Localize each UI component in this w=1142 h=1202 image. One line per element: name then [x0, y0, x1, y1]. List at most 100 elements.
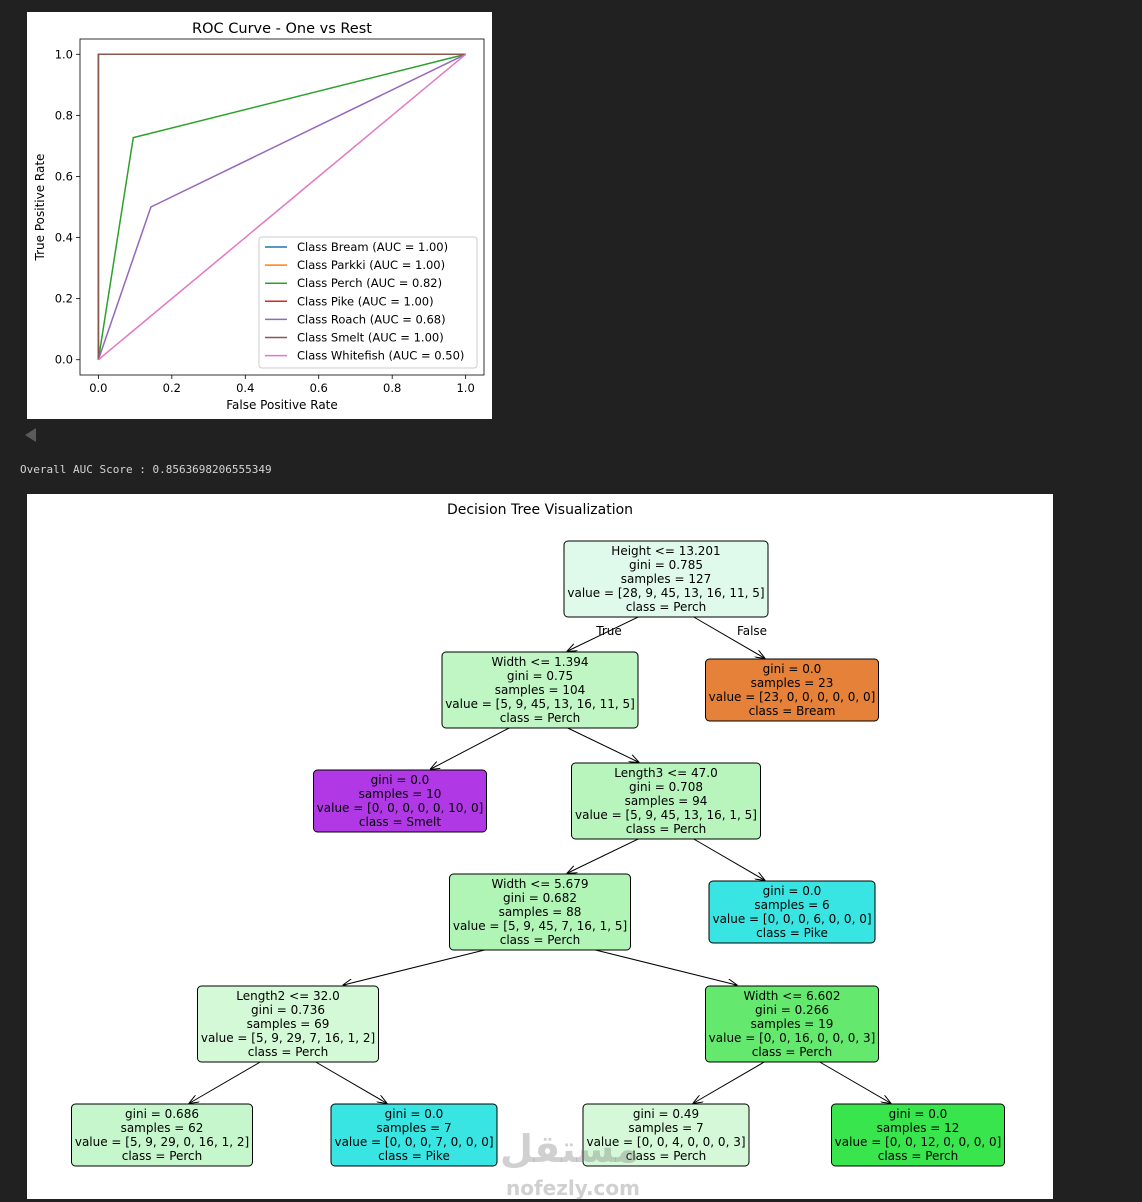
tree-node-text: value = [5, 9, 45, 7, 16, 1, 5] — [453, 919, 627, 933]
tree-node-text: gini = 0.736 — [251, 1003, 325, 1017]
tree-node-text: Length3 <= 47.0 — [614, 766, 717, 780]
tree-edge — [595, 949, 736, 985]
edge-label-true: True — [595, 624, 622, 638]
chart-title: ROC Curve - One vs Rest — [192, 21, 372, 37]
tree-node-text: gini = 0.75 — [507, 669, 573, 683]
tree-node-text: value = [0, 0, 0, 0, 0, 10, 0] — [317, 801, 484, 815]
x-tick-label: 0.4 — [236, 381, 254, 395]
tree-node-text: class = Pike — [756, 926, 828, 940]
plot-area-frame — [79, 38, 485, 376]
tree-node-text: gini = 0.0 — [763, 662, 822, 676]
tree-node-text: value = [5, 9, 45, 13, 16, 1, 5] — [575, 808, 757, 822]
x-tick-label: 1.0 — [456, 381, 474, 395]
tree-node-text: samples = 62 — [121, 1121, 204, 1135]
tree-node-text: value = [23, 0, 0, 0, 0, 0, 0] — [709, 690, 876, 704]
tree-node-text: value = [28, 9, 45, 13, 16, 11, 5] — [567, 586, 764, 600]
x-tick-label: 0.6 — [310, 381, 328, 395]
collapse-output-icon[interactable] — [25, 428, 36, 442]
tree-node-text: value = [5, 9, 29, 0, 16, 1, 2] — [75, 1135, 249, 1149]
tree-node-text: class = Perch — [752, 1045, 833, 1059]
tree-node-text: value = [0, 0, 4, 0, 0, 0, 3] — [586, 1135, 745, 1149]
tree-node-text: gini = 0.682 — [503, 891, 577, 905]
watermark-latin: nofezly.com — [506, 1176, 640, 1200]
tree-node-box — [571, 762, 761, 840]
tree-node-box — [330, 1103, 498, 1167]
tree-edge — [693, 616, 765, 658]
tree-node-text: gini = 0.0 — [889, 1107, 948, 1121]
tree-node-text: value = [0, 0, 0, 6, 0, 0, 0] — [712, 912, 871, 926]
y-tick-label: 0.0 — [55, 353, 73, 367]
x-tick-label: 0.2 — [163, 381, 181, 395]
edge-label-false: False — [737, 624, 767, 638]
tree-node-text: gini = 0.785 — [629, 558, 703, 572]
tree-node-text: samples = 19 — [751, 1017, 834, 1031]
y-tick-label: 0.6 — [55, 169, 73, 183]
tree-edge — [819, 1061, 891, 1103]
y-axis-label: True Positive Rate — [33, 154, 47, 262]
legend-label: Class Whitefish (AUC = 0.50) — [297, 349, 464, 363]
tree-node-text: gini = 0.0 — [763, 884, 822, 898]
legend-label: Class Parkki (AUC = 1.00) — [297, 258, 445, 272]
tree-node-text: class = Smelt — [359, 815, 441, 829]
tree-node-text: gini = 0.0 — [371, 773, 430, 787]
tree-node-text: class = Perch — [500, 933, 581, 947]
tree-node-text: class = Pike — [378, 1149, 450, 1163]
tree-node-box — [708, 880, 876, 944]
tree-node-text: Width <= 6.602 — [744, 989, 841, 1003]
roc-series-line — [97, 53, 467, 361]
tree-node-text: gini = 0.708 — [629, 780, 703, 794]
tree-node-text: class = Perch — [500, 711, 581, 725]
y-tick-label: 0.2 — [55, 292, 73, 306]
tree-node-text: Width <= 1.394 — [492, 655, 589, 669]
x-tick-label: 0.8 — [383, 381, 401, 395]
tree-node-text: value = [0, 0, 12, 0, 0, 0, 0] — [835, 1135, 1002, 1149]
legend-box — [258, 236, 478, 369]
legend-label: Class Bream (AUC = 1.00) — [297, 240, 448, 254]
tree-node-text: samples = 7 — [376, 1121, 451, 1135]
tree-node-box — [313, 769, 487, 833]
tree-node-text: class = Perch — [878, 1149, 959, 1163]
tree-node-text: samples = 94 — [625, 794, 708, 808]
tree-node-text: gini = 0.0 — [385, 1107, 444, 1121]
y-tick-label: 0.8 — [55, 108, 73, 122]
tree-node-box — [563, 540, 769, 618]
tree-edge — [567, 727, 639, 762]
roc-series-line — [97, 53, 466, 360]
tree-node-text: samples = 12 — [877, 1121, 960, 1135]
tree-node-text: class = Perch — [626, 1149, 707, 1163]
tree-node-text: samples = 69 — [247, 1017, 330, 1031]
legend-label: Class Perch (AUC = 0.82) — [297, 276, 442, 290]
tree-edge — [568, 838, 639, 873]
tree-node-text: class = Perch — [626, 822, 707, 836]
tree-node-text: samples = 127 — [621, 572, 711, 586]
tree-node-text: Width <= 5.679 — [492, 877, 589, 891]
tree-node-text: Length2 <= 32.0 — [236, 989, 339, 1003]
legend-label: Class Roach (AUC = 0.68) — [297, 312, 446, 326]
tree-node-text: gini = 0.49 — [633, 1107, 699, 1121]
legend-label: Class Pike (AUC = 1.00) — [297, 294, 434, 308]
tree-node-text: value = [5, 9, 45, 13, 16, 11, 5] — [445, 697, 635, 711]
tree-edge — [315, 1061, 387, 1103]
tree-node-box — [831, 1103, 1005, 1167]
tree-edge — [694, 1061, 765, 1103]
tree-edge — [190, 1061, 261, 1103]
tree-node-text: samples = 7 — [628, 1121, 703, 1135]
roc-chart: ROC Curve - One vs Rest 0.0 0.2 0.4 0.6 0.8 1.… — [33, 21, 485, 412]
tree-node-text: value = [5, 9, 29, 7, 16, 1, 2] — [201, 1031, 375, 1045]
roc-series-line — [97, 53, 466, 360]
tree-node-box — [449, 873, 631, 951]
